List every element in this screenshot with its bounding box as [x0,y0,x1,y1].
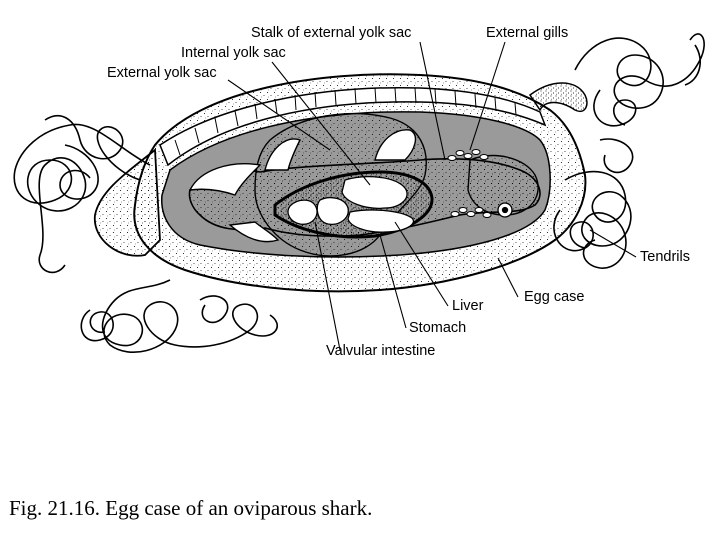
leader-lines [227,41,637,351]
label-stomach: Stomach [409,320,467,336]
liver [347,209,415,233]
label-stalk-external-yolk-sac: Stalk of external yolk sac [251,25,412,41]
internal-yolk-sac [341,176,408,209]
tendrils-left-bottom [80,279,278,353]
egg-case-right-flap [528,82,588,112]
label-egg-case: Egg case [524,289,585,305]
egg-case-horn-left [94,148,161,257]
valvular-intestine [287,199,318,225]
tendrils-left-top [13,115,151,274]
egg-case-rim [159,86,547,167]
label-external-gills: External gills [486,25,569,41]
label-tendrils: Tendrils [640,249,690,265]
embryo-eye [497,202,513,218]
embryo-fin-upper [264,138,301,171]
embryo-fin-lower [228,221,280,243]
embryo-tail-fin [188,163,262,196]
label-liver: Liver [452,298,484,314]
embryo-head [467,154,539,216]
label-valvular-intestine: Valvular intestine [326,343,436,359]
tendrils-right-top [574,33,705,127]
figure-caption: Fig. 21.16. Egg case of an oviparous sha… [9,496,373,520]
label-external-yolk-sac: External yolk sac [107,65,217,81]
label-internal-yolk-sac: Internal yolk sac [181,45,286,61]
stomach [316,197,349,225]
rim-ridges [174,87,517,156]
external-gills [447,149,492,218]
embryo-fin-dorsal [374,129,417,161]
